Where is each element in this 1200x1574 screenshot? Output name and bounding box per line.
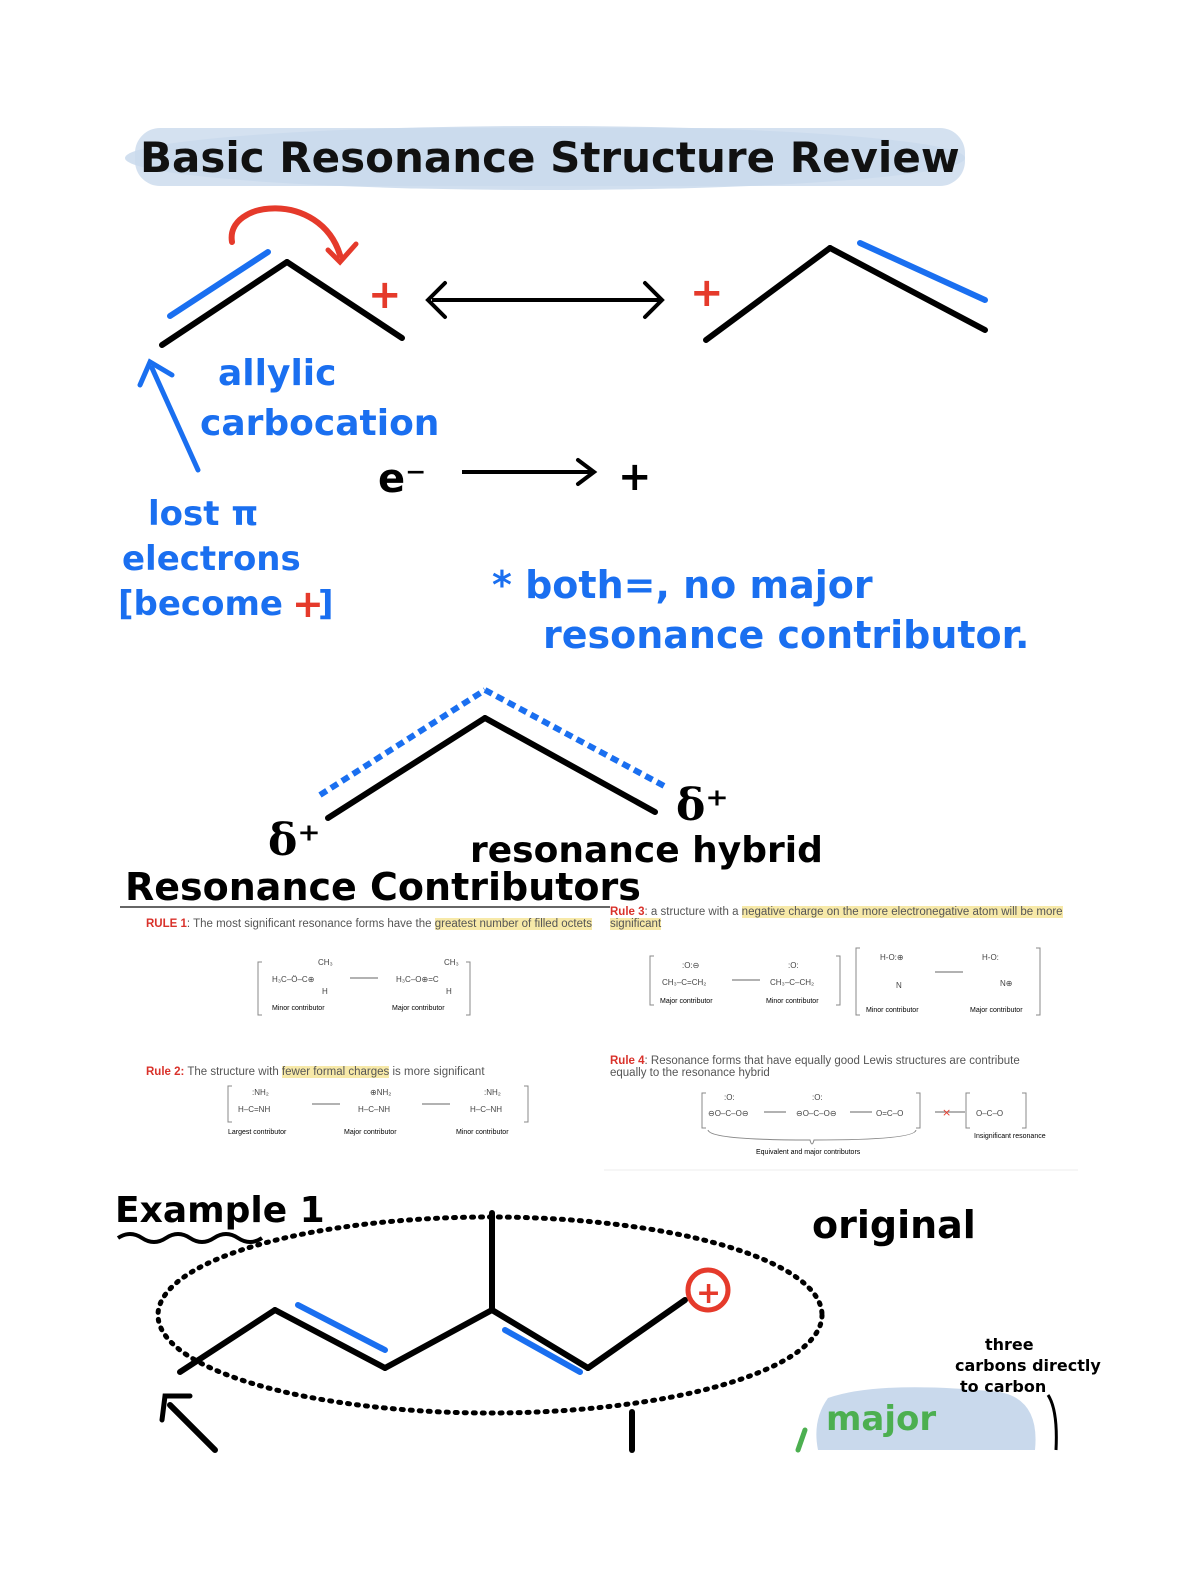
svg-text:H‑O:⊕: H‑O:⊕: [880, 953, 904, 962]
rule1-highlight: greatest number of filled octets: [434, 918, 592, 930]
note-become: [become: [118, 584, 283, 624]
svg-text:H–C–NH: H–C–NH: [358, 1105, 390, 1114]
svg-text:CH₃: CH₃: [318, 958, 333, 967]
title-highlight: [125, 126, 965, 190]
rule2-c1-label: Largest contributor: [228, 1129, 287, 1136]
rule4-body: : Resonance forms that have equally good…: [610, 1055, 1020, 1079]
note-allylic: allylic: [218, 353, 336, 394]
svg-text::O:: :O:: [724, 1093, 735, 1102]
rule2-label: Rule 2:: [146, 1066, 185, 1078]
rule3-label: Rule 3: [610, 906, 645, 918]
note-carbons-directly: carbons directly: [955, 1356, 1101, 1375]
rule1-structures: H₃C–Ö–C⊕ CH₃ H H₃C–O⊕=C CH₃ H: [257, 958, 471, 1016]
note-electrons: electrons: [122, 539, 301, 579]
rule1-major-label: Major contributor: [392, 1005, 445, 1012]
plus-label: +: [618, 454, 652, 500]
star-note-line1: * both=, no major: [492, 563, 873, 607]
svg-text:O–C–O: O–C–O: [976, 1109, 1003, 1118]
rule2-highlight: fewer formal charges: [281, 1066, 390, 1078]
rule4-insig-label: Insignificant resonance: [974, 1133, 1046, 1140]
example-molecule: [155, 1210, 825, 1453]
rule1-label: RULE 1: [146, 918, 187, 930]
rule4-equiv-label: Equivalent and major contributors: [756, 1149, 861, 1156]
page-title: Basic Resonance Structure Review: [140, 133, 960, 182]
rule3-major-label: Major contributor: [660, 998, 713, 1005]
svg-text:H–C=NH: H–C=NH: [238, 1105, 270, 1114]
svg-text:H‑O:: H‑O:: [982, 953, 999, 962]
svg-text::O:⊖: :O:⊖: [682, 961, 699, 970]
note-carbocation: carbocation: [200, 403, 439, 444]
lost-electrons-arrow: [137, 358, 201, 473]
rule2-body-a: The structure with: [184, 1066, 282, 1078]
major-highlight: [816, 1387, 1036, 1450]
svg-text:⊕NH₂: ⊕NH₂: [370, 1088, 391, 1097]
rule4-label: Rule 4: [610, 1055, 645, 1067]
rule3-body: : a structure with a: [644, 906, 742, 918]
note-become-close: ]: [318, 584, 334, 624]
rule3-structures: :O:⊖ CH₃–C=CH₂ :O: CH₃–C–CH₂ H‑O:⊕ N H‑O…: [649, 947, 1041, 1016]
section-title-contributors: Resonance Contributors: [125, 865, 641, 909]
rule2-body-b: is more significant: [389, 1066, 485, 1078]
svg-text::O:: :O:: [812, 1093, 823, 1102]
cation-charge-left: +: [368, 272, 402, 318]
label-original: original: [812, 1203, 976, 1247]
svg-text:N⊕: N⊕: [1000, 979, 1012, 988]
rule3-text: Rule 3: a structure with a negative char…: [610, 906, 1080, 930]
rule2-c2-label: Major contributor: [344, 1129, 397, 1136]
svg-text:×: ×: [942, 1106, 951, 1119]
major-mark: [795, 1427, 808, 1453]
svg-text:CH₃: CH₃: [444, 958, 459, 967]
svg-text:N: N: [896, 981, 902, 990]
rule1-minor-label: Minor contributor: [272, 1005, 325, 1012]
rule1-text: RULE 1: The most significant resonance f…: [146, 918, 596, 930]
rule3-minor2-label: Minor contributor: [866, 1007, 919, 1014]
svg-text::NH₂: :NH₂: [484, 1088, 501, 1097]
allyl-cation-right: [703, 240, 988, 343]
rule2-structures: :NH₂ H–C=NH ⊕NH₂ H–C–NH :NH₂ H–C–NH: [227, 1085, 529, 1123]
svg-text:H₃C–Ö–C⊕: H₃C–Ö–C⊕: [272, 975, 314, 984]
example-title: Example 1: [115, 1190, 325, 1231]
delta-plus-left: δ⁺: [268, 815, 321, 866]
rule4-structures: :O: ⊖O–C–O⊖ :O: ⊖O–C–O⊖ O=C–O × O–C–O: [701, 1092, 1027, 1145]
rule1-body: : The most significant resonance forms h…: [186, 918, 435, 930]
allyl-cation-left: [159, 205, 405, 348]
svg-text:CH₃–C–CH₂: CH₃–C–CH₂: [770, 978, 814, 987]
svg-text:⊖O–C–O⊖: ⊖O–C–O⊖: [796, 1109, 837, 1118]
rule3-major2-label: Major contributor: [970, 1007, 1023, 1014]
label-major: major: [826, 1399, 936, 1439]
note-bracket: [1046, 1394, 1058, 1451]
electron-label: e⁻: [378, 456, 426, 502]
svg-text:⊖O–C–O⊖: ⊖O–C–O⊖: [708, 1109, 749, 1118]
electron-flow-arrow: [462, 458, 598, 486]
note-lost-pi: lost π: [148, 494, 258, 534]
note-to-carbon: to carbon: [960, 1377, 1046, 1396]
example-cation-charge: +: [696, 1276, 721, 1311]
rule2-c3-label: Minor contributor: [456, 1129, 509, 1136]
cation-charge-right: +: [690, 270, 724, 316]
hybrid-label: resonance hybrid: [470, 830, 823, 871]
star-note-line2: resonance contributor.: [543, 613, 1029, 657]
rule2-text: Rule 2: The structure with fewer formal …: [146, 1066, 566, 1078]
example-title-underline: [116, 1232, 264, 1244]
svg-text:H–C–NH: H–C–NH: [470, 1105, 502, 1114]
note-three: three: [985, 1335, 1034, 1354]
svg-text:O=C–O: O=C–O: [876, 1109, 903, 1118]
rule3-minor-label: Minor contributor: [766, 998, 819, 1005]
svg-text::O:: :O:: [788, 961, 799, 970]
resonance-arrow: [425, 281, 665, 319]
svg-text:H: H: [322, 987, 328, 996]
svg-text:CH₃–C=CH₂: CH₃–C=CH₂: [662, 978, 706, 987]
resonance-hybrid-structure: [318, 687, 670, 821]
note-become-plus: +: [292, 582, 324, 626]
delta-plus-right: δ⁺: [676, 780, 729, 831]
svg-text::NH₂: :NH₂: [252, 1088, 269, 1097]
svg-text:H₃C–O⊕=C: H₃C–O⊕=C: [396, 975, 439, 984]
rule4-text: Rule 4: Resonance forms that have equall…: [610, 1055, 1030, 1079]
svg-text:H: H: [446, 987, 452, 996]
